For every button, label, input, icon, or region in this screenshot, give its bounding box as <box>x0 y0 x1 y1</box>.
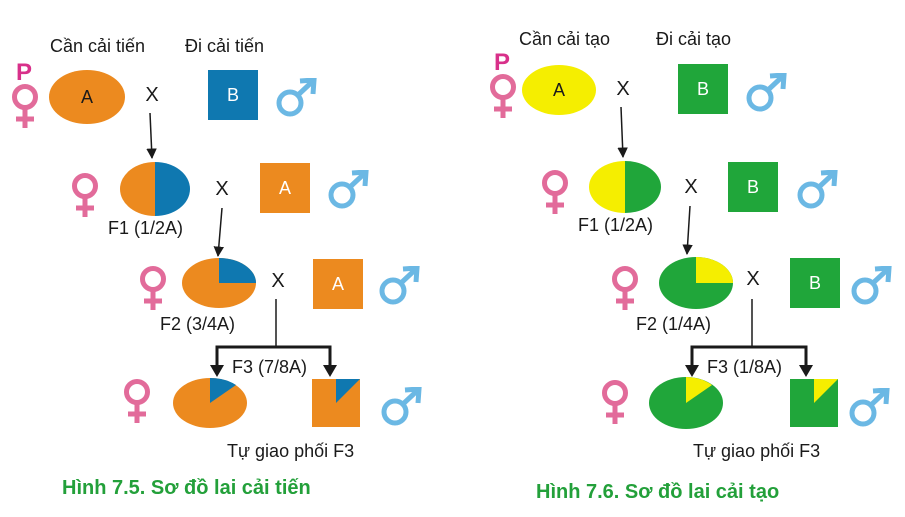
parent-a-label: A <box>81 87 93 107</box>
f2-label: F2 (1/4A) <box>636 314 711 334</box>
cross-symbol: X <box>271 270 284 292</box>
parent-a-ellipse <box>49 70 125 124</box>
diagram-improvement: Cần cải tiến Đi cải tiến P A X B F1 (1/2… <box>15 36 420 499</box>
male-symbol-icon <box>331 172 366 206</box>
heading-improver-breed: Đi cải tiến <box>185 36 264 56</box>
cross-symbol: X <box>215 178 228 200</box>
p-label: P <box>16 59 32 86</box>
f3-arrowhead-right <box>323 365 337 377</box>
parent-b-label: B <box>697 79 709 99</box>
f3-female-a-share <box>686 377 712 403</box>
cross-symbol: X <box>746 268 759 290</box>
male-symbol-icon <box>279 80 314 114</box>
f2-b-share <box>219 258 256 283</box>
cross-symbol: X <box>616 78 629 100</box>
f3-arrowhead-right <box>799 365 813 377</box>
male-symbol-icon <box>854 268 889 302</box>
parent-b-square <box>678 64 728 114</box>
f1-half-a <box>589 161 625 213</box>
f2-a-share <box>696 257 733 283</box>
f2-label: F2 (3/4A) <box>160 314 235 334</box>
backcross-a-square <box>260 163 310 213</box>
heading-target-breed: Cần cải tạo <box>519 29 610 49</box>
male-symbol-icon <box>852 390 887 424</box>
self-cross-label: Tự giao phối F3 <box>693 441 820 461</box>
parent-a-label: A <box>553 80 565 100</box>
female-symbol-icon <box>493 77 514 119</box>
male-symbol-icon <box>382 268 417 302</box>
female-symbol-icon <box>15 87 36 129</box>
f3-arrowhead-left <box>685 365 699 377</box>
figure-caption: Hình 7.6. Sơ đồ lai cải tạo <box>536 481 779 503</box>
male-symbol-icon <box>800 172 835 206</box>
backcross-b-square-2 <box>790 258 840 308</box>
arrow-p-to-f1 <box>146 112 157 160</box>
f1-half-b <box>155 162 190 216</box>
f3-label: F3 (1/8A) <box>707 357 782 377</box>
f3-male-a-share <box>814 379 838 403</box>
female-symbol-icon <box>605 383 626 425</box>
arrow-f1-to-f2 <box>213 207 225 258</box>
backcross-b-label-2: B <box>809 273 821 293</box>
heading-target-breed: Cần cải tiến <box>50 36 145 56</box>
female-symbol-icon <box>615 269 636 311</box>
male-symbol-icon <box>384 389 419 423</box>
cross-symbol: X <box>145 84 158 106</box>
f3-female-b-share <box>210 377 236 403</box>
backcross-b-square <box>728 162 778 212</box>
female-symbol-icon <box>75 176 96 218</box>
backcross-b-label: B <box>747 177 759 197</box>
parent-b-label: B <box>227 85 239 105</box>
backcross-a-square-2 <box>313 259 363 309</box>
cross-symbol: X <box>684 176 697 198</box>
f3-label: F3 (7/8A) <box>232 357 307 377</box>
heading-improver-breed: Đi cải tạo <box>656 29 731 49</box>
female-symbol-icon <box>143 269 164 311</box>
arrow-f1-to-f2 <box>682 205 693 256</box>
backcross-a-label-2: A <box>332 274 344 294</box>
diagram-transformation: Cần cải tạo Đi cải tạo P A X B F1 (1/2A)… <box>493 29 890 503</box>
p-label: P <box>494 49 510 76</box>
f1-label: F1 (1/2A) <box>578 215 653 235</box>
female-symbol-icon <box>545 173 566 215</box>
self-cross-label: Tự giao phối F3 <box>227 441 354 461</box>
backcross-a-label: A <box>279 178 291 198</box>
f1-half-a <box>120 162 155 216</box>
f3-bracket <box>215 345 332 372</box>
f1-half-b <box>625 161 661 213</box>
f1-label: F1 (1/2A) <box>108 218 183 238</box>
female-symbol-icon <box>127 382 148 424</box>
parent-b-square <box>208 70 258 120</box>
f3-male-b-share <box>336 379 360 403</box>
parent-a-ellipse <box>522 65 596 115</box>
f3-arrowhead-left <box>210 365 224 377</box>
figure-caption: Hình 7.5. Sơ đồ lai cải tiến <box>62 477 311 499</box>
f3-bracket <box>690 345 808 372</box>
arrow-p-to-f1 <box>617 106 628 159</box>
male-symbol-icon <box>749 75 784 109</box>
